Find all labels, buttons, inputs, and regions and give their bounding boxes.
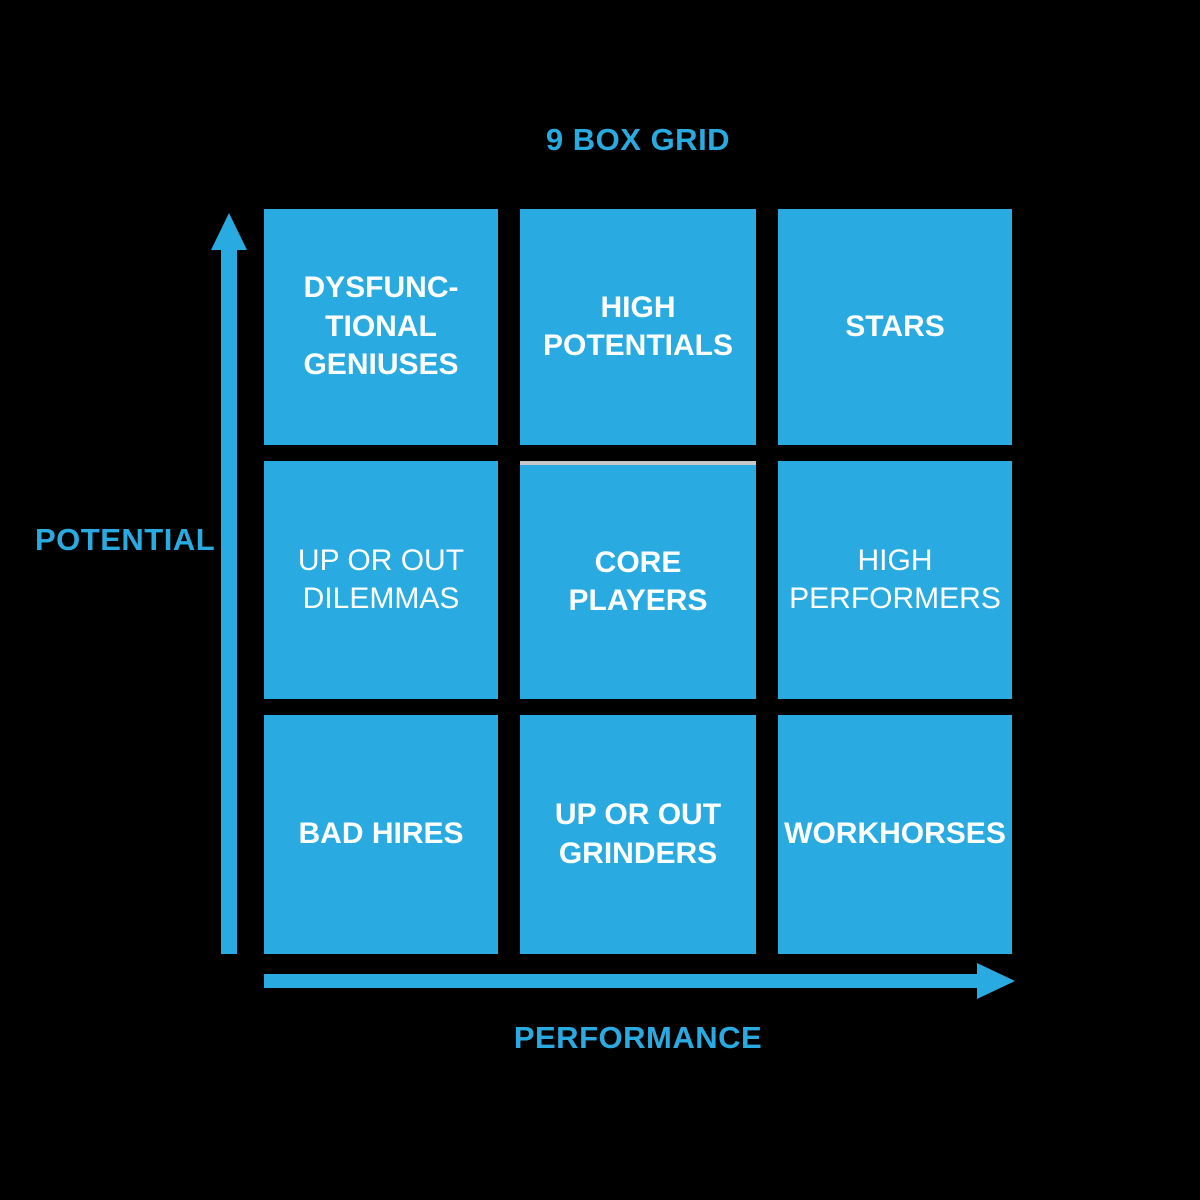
arrow-right-icon bbox=[977, 963, 1015, 999]
grid-cell-dysfunctional-geniuses: DYSFUNC- TIONAL GENIUSES bbox=[264, 209, 498, 445]
grid-cell-stars: STARS bbox=[778, 209, 1012, 445]
x-axis-arrow-shaft bbox=[264, 974, 978, 988]
y-axis-label: POTENTIAL bbox=[35, 522, 216, 557]
grid-cell-up-or-out-grinders: UP OR OUT GRINDERS bbox=[520, 715, 756, 954]
grid-cell-high-potentials: HIGH POTENTIALS bbox=[520, 209, 756, 445]
grid-cell-workhorses: WORKHORSES bbox=[778, 715, 1012, 954]
grid-cell-high-performers: HIGH PERFORMERS bbox=[778, 461, 1012, 699]
grid-cell-core-players: CORE PLAYERS bbox=[520, 461, 756, 699]
arrow-up-icon bbox=[211, 213, 247, 250]
x-axis-label: PERFORMANCE bbox=[513, 1020, 763, 1055]
y-axis-arrow-shaft bbox=[221, 248, 237, 954]
page-title: 9 BOX GRID bbox=[545, 122, 731, 157]
grid-cell-bad-hires: BAD HIRES bbox=[264, 715, 498, 954]
nine-box-grid: DYSFUNC- TIONAL GENIUSES HIGH POTENTIALS… bbox=[264, 209, 1012, 954]
grid-cell-up-or-out-dilemmas: UP OR OUT DILEMMAS bbox=[264, 461, 498, 699]
